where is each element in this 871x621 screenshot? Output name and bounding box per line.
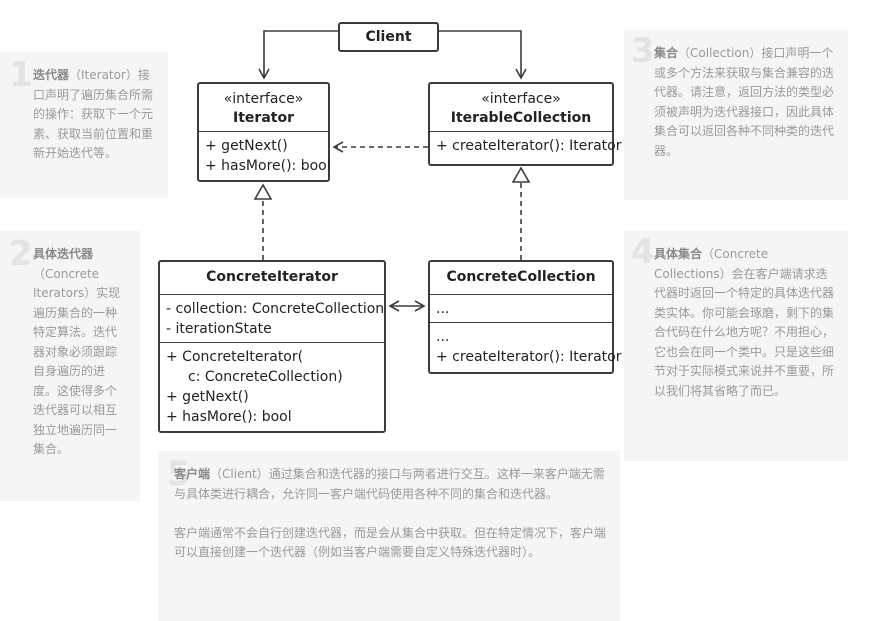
note-concrete-iterators: 2 具体迭代器 （Concrete Iterators）实现遍历集合的一种特定算法… [0, 231, 140, 501]
method-param: c: ConcreteCollection) [188, 369, 343, 385]
methods-section: + getNext() + hasMore(): bool [199, 132, 331, 179]
method: + getNext() [166, 389, 249, 405]
realization-triangle-collection [511, 166, 531, 183]
client-class: Client [338, 22, 439, 52]
fields-section: ... [430, 295, 612, 323]
client-class-name: Client [365, 29, 412, 45]
iterable-header: «interface» IterableCollection [430, 84, 612, 132]
association-client-collection [439, 30, 527, 80]
methods-section: + createIterator(): Iterator [430, 132, 622, 159]
class-name: ConcreteCollection [430, 262, 612, 295]
note-concrete-collections: 4 具体集合（Concrete Collections）会在客户端请求迭代器时返… [624, 231, 848, 461]
field: - iterationState [166, 321, 272, 337]
note-term: 集合 [654, 46, 679, 60]
note-body: （Concrete Collections）会在客户端请求迭代器时返回一个特定的… [654, 247, 835, 398]
method: + ConcreteIterator( [166, 349, 304, 365]
methods-section: ... + createIterator(): Iterator [430, 323, 622, 370]
class-name: IterableCollection [450, 110, 592, 126]
concrete-iterator-class: ConcreteIterator - collection: ConcreteC… [158, 260, 386, 433]
class-name: Iterator [233, 110, 294, 126]
iterator-interface: «interface» Iterator + getNext() + hasMo… [197, 82, 331, 182]
fields-section: - collection: ConcreteCollection - itera… [160, 295, 384, 343]
iterable-collection-interface: «interface» IterableCollection + createI… [428, 82, 622, 166]
field: ... [436, 301, 450, 317]
note-text: 集合（Collection）接口声明一个或多个方法来获取与集合兼容的迭代器。请注… [654, 44, 834, 161]
method: + createIterator(): Iterator [436, 138, 622, 154]
concrete-collection-class: ConcreteCollection ... ... + createItera… [428, 260, 622, 374]
method: + hasMore(): bool [205, 158, 331, 174]
note-term: 具体迭代器 [33, 247, 94, 261]
note-number: 1 [9, 55, 33, 95]
note-number: 4 [631, 232, 655, 272]
class-name: ConcreteIterator [160, 262, 384, 295]
note-iterator: 1 迭代器（Iterator）接口声明了遍历集合所需的操作：获取下一个元素、获取… [0, 52, 168, 198]
note-body: （Collection）接口声明一个或多个方法来获取与集合兼容的迭代器。请注意，… [654, 46, 835, 158]
note-number: 5 [167, 454, 191, 494]
method: + createIterator(): Iterator [436, 349, 622, 365]
note-text: 具体迭代器 （Concrete Iterators）实现遍历集合的一种特定算法。迭… [33, 245, 128, 460]
association-client-iterator [258, 30, 338, 80]
stereotype: «interface» [481, 91, 561, 107]
realization-triangle-iterator [253, 183, 273, 200]
note-term: 迭代器 [33, 68, 70, 82]
note-text: 迭代器（Iterator）接口声明了遍历集合所需的操作：获取下一个元素、获取当前… [33, 66, 158, 164]
method: ... [436, 329, 450, 345]
note-client: 5 客户端（Client）通过集合和迭代器的接口与两者进行交互。这样一来客户端无… [158, 451, 620, 621]
note-body: （Concrete Iterators）实现遍历集合的一种特定算法。迭代器对象必… [33, 266, 121, 457]
note-term: 具体集合 [654, 247, 703, 261]
note-number: 2 [9, 234, 33, 274]
note-collection: 3 集合（Collection）接口声明一个或多个方法来获取与集合兼容的迭代器。… [624, 30, 848, 200]
note-body: （Iterator）接口声明了遍历集合所需的操作：获取下一个元素、获取当前位置和… [33, 68, 154, 160]
stereotype: «interface» [223, 91, 304, 107]
note-text: 具体集合（Concrete Collections）会在客户端请求迭代器时返回一… [654, 245, 834, 401]
note-text: 客户端（Client）通过集合和迭代器的接口与两者进行交互。这样一来客户端无需与… [174, 465, 606, 582]
note-body: （Client）通过集合和迭代器的接口与两者进行交互。这样一来客户端无需与具体类… [174, 467, 605, 501]
method: + hasMore(): bool [166, 409, 292, 425]
method: + getNext() [205, 138, 288, 154]
methods-section: + ConcreteIterator( c: ConcreteCollectio… [160, 343, 384, 430]
iterator-header: «interface» Iterator [199, 84, 328, 132]
note-term: 客户端 [174, 467, 211, 481]
note-body-2: 客户端通常不会自行创建迭代器，而是会从集合中获取。但在特定情况下，客户端可以直接… [174, 525, 607, 560]
field: - collection: ConcreteCollection [166, 301, 385, 317]
note-number: 3 [631, 31, 655, 71]
